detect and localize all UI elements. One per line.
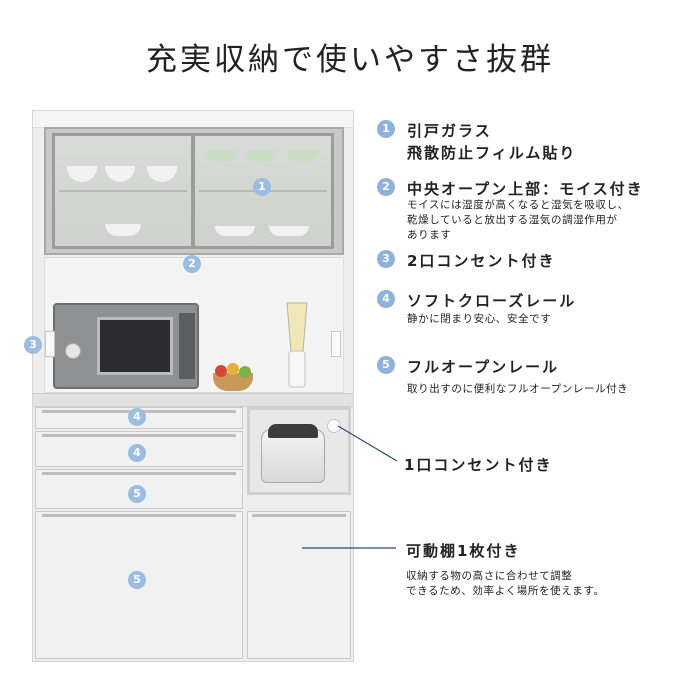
- bowl: [105, 166, 135, 182]
- feature-label-2: 飛散防止フィルム貼り: [407, 144, 577, 162]
- marker-4a: 4: [128, 408, 146, 426]
- marker-1: 1: [253, 178, 271, 196]
- marker-3: 3: [24, 336, 42, 354]
- outlet-right: [331, 331, 341, 357]
- counter-top: [33, 393, 353, 407]
- callout-shelf-desc: できるため、効率よく場所を使えます。: [406, 585, 605, 597]
- plate: [215, 226, 255, 236]
- feature-desc: モイスには湿度が高くなると湿気を吸収し、: [407, 199, 629, 211]
- plate: [105, 224, 141, 236]
- callout-shelf-desc: 収納する物の高さに合わせて調整: [406, 570, 573, 582]
- feature-number: 3: [377, 250, 395, 268]
- side-door: [247, 511, 351, 659]
- microwave-window: [97, 317, 173, 375]
- feature-label: フルオープンレール: [407, 358, 560, 376]
- bowl: [147, 166, 177, 182]
- bowl: [245, 150, 277, 162]
- bowl: [287, 150, 319, 162]
- drawer-handle: [42, 514, 236, 517]
- marker-2: 2: [183, 255, 201, 273]
- plate: [269, 226, 309, 236]
- feature-label: 2口コンセント付き: [407, 252, 556, 270]
- feature-number: 2: [377, 178, 395, 196]
- feature-desc: あります: [407, 229, 452, 241]
- feature-label: ソフトクローズレール: [407, 292, 577, 310]
- rice-cooker-lid: [268, 424, 318, 438]
- marker-5b: 5: [128, 571, 146, 589]
- fruit: [239, 366, 251, 378]
- outlet-side: [327, 419, 341, 433]
- bowl: [67, 166, 97, 182]
- upper-cabinet: [44, 127, 344, 255]
- feature-number: 5: [377, 356, 395, 374]
- bowl: [205, 150, 237, 162]
- feature-label: 引戸ガラス: [407, 122, 492, 140]
- microwave-knob: [65, 343, 81, 359]
- feature-label: 中央オープン上部：モイス付き: [407, 180, 644, 198]
- apple: [215, 365, 227, 377]
- marker-4b: 4: [128, 444, 146, 462]
- drawer-handle: [42, 472, 236, 475]
- microwave-panel: [179, 313, 195, 379]
- blender: [286, 302, 308, 388]
- feature-number: 1: [377, 120, 395, 138]
- marker-5a: 5: [128, 485, 146, 503]
- page-title: 充実収納で使いやすさ抜群: [146, 42, 554, 78]
- cabinet-top: [33, 111, 353, 128]
- feature-desc: 乾燥していると放出する湿気の調湿作用が: [407, 214, 618, 226]
- microwave: [53, 303, 199, 389]
- drawer-handle: [42, 434, 236, 437]
- rice-cooker: [261, 424, 325, 483]
- feature-number: 4: [377, 290, 395, 308]
- feature-desc: 静かに閉まり安心、安全です: [407, 313, 552, 325]
- cabinet-image: [32, 110, 354, 662]
- feature-desc: 取り出すのに便利なフルオープンレール付き: [407, 383, 629, 395]
- fruit: [227, 363, 239, 375]
- callout-shelf-label: 可動棚1枚付き: [406, 542, 521, 560]
- outlet-left: [45, 331, 55, 357]
- glass-door-left: [52, 133, 194, 249]
- shelf-line: [59, 190, 187, 192]
- door-handle: [252, 514, 346, 517]
- callout-outlet-label: 1口コンセント付き: [404, 456, 553, 474]
